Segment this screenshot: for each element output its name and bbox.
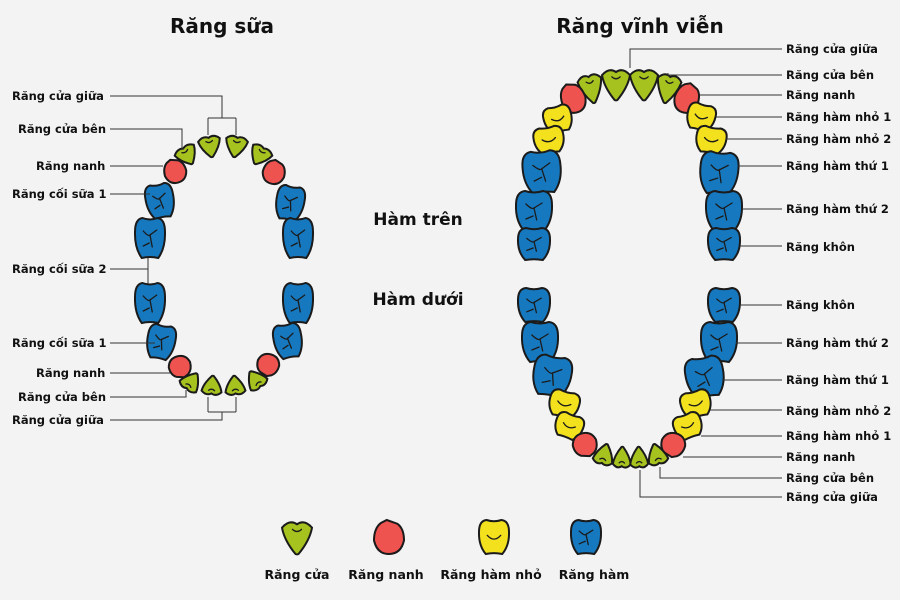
lower-jaw-label: Hàm dưới: [372, 290, 463, 310]
perm-lower-label-lateral-incisor: Răng cửa bên: [786, 471, 874, 485]
perm-upper-label-premolar-2: Răng hàm nhỏ 2: [786, 132, 891, 146]
primary-lower-central-incisor-left: [200, 374, 223, 396]
primary-lower-central-incisor-right: [224, 374, 247, 396]
primary-upper-first-molar-right: [275, 184, 307, 223]
perm-lower-wisdom-left: [516, 286, 552, 324]
primary-lower-lateral-incisor-left: [178, 372, 200, 394]
primary-upper-central-incisor-right: [225, 134, 250, 159]
perm-upper-wisdom-left: [516, 226, 552, 262]
primary-label-central-incisor-upper: Răng cửa giữa: [12, 89, 104, 103]
primary-upper-second-molar-left: [133, 216, 167, 260]
perm-lower-central-incisor-left: [611, 445, 632, 469]
legend: Răng cửa Răng nanh Răng hàm nhỏ Răng hàm: [264, 518, 630, 582]
leader-line: [639, 470, 782, 498]
leader-lines: [110, 48, 782, 498]
upper-jaw-label: Hàm trên: [373, 210, 462, 230]
perm-lower-premolar2-right: [678, 388, 712, 420]
perm-lower-central-incisor-right: [629, 445, 650, 469]
primary-label-lateral-incisor-upper: Răng cửa bên: [18, 122, 106, 136]
primary-label-second-molar: Răng cối sữa 2: [12, 262, 107, 276]
perm-lower-label-molar-2: Răng hàm thứ 2: [786, 336, 889, 350]
perm-lower-premolar1-right: [671, 410, 703, 442]
primary-upper-second-molar-right: [281, 216, 315, 260]
primary-label-first-molar-upper: Răng cối sữa 1: [12, 187, 107, 201]
primary-lower-canine-left: [167, 354, 192, 379]
primary-lower-first-molar-right: [271, 322, 303, 361]
perm-lower-label-premolar-2: Răng hàm nhỏ 2: [786, 404, 891, 418]
legend-molar-icon: [569, 518, 603, 556]
perm-upper-label-canine: Răng nanh: [786, 88, 855, 102]
perm-upper-label-molar-2: Răng hàm thứ 2: [786, 202, 889, 216]
perm-lower-molar1-right: [683, 354, 725, 400]
perm-lower-label-central-incisor: Răng cửa giữa: [786, 490, 878, 504]
perm-lower-premolar1-left: [554, 410, 586, 442]
primary-label-canine-lower: Răng nanh: [36, 366, 105, 380]
leader-line: [110, 390, 187, 398]
perm-lower-label-molar-1: Răng hàm thứ 1: [786, 373, 889, 387]
primary-lower-lateral-incisor-right: [247, 370, 269, 392]
primary-label-canine-upper: Răng nanh: [36, 159, 105, 173]
perm-upper-molar2-right: [704, 189, 744, 233]
permanent-title: Răng vĩnh viễn: [556, 14, 723, 38]
leader-line: [629, 48, 782, 68]
legend-label-premolar: Răng hàm nhỏ: [440, 567, 542, 582]
primary-lower-first-molar-left: [146, 323, 178, 362]
primary-upper-lateral-incisor-right: [251, 143, 274, 166]
primary-upper-canine-left: [163, 158, 188, 185]
perm-lower-lateral-incisor-left: [591, 443, 614, 467]
legend-icons: [280, 518, 603, 556]
primary-upper-central-incisor-left: [196, 134, 221, 159]
perm-upper-premolar1-right: [686, 101, 718, 133]
perm-upper-central-incisor-right: [628, 69, 660, 102]
perm-lower-canine-left: [571, 431, 598, 458]
perm-upper-label-lateral-incisor: Răng cửa bên: [786, 68, 874, 82]
perm-lower-label-canine: Răng nanh: [786, 450, 855, 464]
perm-lower-lateral-incisor-right: [647, 443, 670, 467]
leader-line: [110, 397, 237, 421]
leader-line: [667, 73, 782, 76]
primary-labels: Răng cửa giữa Răng cửa bên Răng nanh Răn…: [12, 89, 107, 427]
leader-line: [110, 95, 237, 135]
perm-lower-wisdom-right: [706, 286, 742, 324]
perm-upper-label-central-incisor: Răng cửa giữa: [786, 42, 878, 56]
leader-line: [659, 467, 782, 479]
perm-lower-canine-right: [660, 431, 687, 459]
primary-label-first-molar-lower: Răng cối sữa 1: [12, 336, 107, 350]
perm-upper-label-wisdom: Răng khôn: [786, 240, 855, 254]
legend-label-canine: Răng nanh: [348, 567, 423, 582]
primary-upper-canine-right: [261, 158, 286, 186]
primary-upper-first-molar-left: [143, 182, 175, 221]
leader-line: [110, 258, 149, 284]
legend-premolar-icon: [477, 518, 511, 556]
perm-upper-premolar2-left: [532, 124, 565, 156]
primary-title: Răng sữa: [170, 14, 274, 38]
perm-upper-molar1-right: [699, 150, 740, 196]
primary-lower-second-molar-left: [133, 281, 167, 325]
perm-upper-molar2-left: [514, 189, 554, 233]
permanent-lower-labels: Răng khôn Răng hàm thứ 2 Răng hàm thứ 1 …: [786, 298, 891, 504]
legend-label-incisor: Răng cửa: [264, 567, 329, 582]
primary-lower-second-molar-right: [281, 281, 315, 325]
primary-label-lateral-incisor-lower: Răng cửa bên: [18, 390, 106, 404]
primary-lower-canine-right: [256, 352, 281, 378]
perm-upper-label-molar-1: Răng hàm thứ 1: [786, 159, 889, 173]
legend-canine-icon: [372, 518, 406, 556]
perm-upper-central-incisor-left: [600, 69, 632, 102]
permanent-upper-labels: Răng cửa giữa Răng cửa bên Răng nanh Răn…: [786, 42, 891, 254]
legend-incisor-icon: [280, 521, 314, 556]
perm-upper-molar1-left: [521, 149, 562, 195]
perm-upper-wisdom-right: [706, 226, 742, 262]
primary-label-central-incisor-lower: Răng cửa giữa: [12, 413, 104, 427]
perm-lower-label-wisdom: Răng khôn: [786, 298, 855, 312]
perm-upper-lateral-incisor-left: [576, 73, 603, 105]
leader-line: [110, 128, 183, 150]
perm-lower-label-premolar-1: Răng hàm nhỏ 1: [786, 429, 891, 443]
perm-upper-label-premolar-1: Răng hàm nhỏ 1: [786, 110, 891, 124]
teeth-layer: [133, 69, 744, 469]
perm-upper-premolar1-left: [541, 103, 573, 135]
legend-label-molar: Răng hàm: [559, 567, 630, 582]
perm-lower-molar2-right: [699, 320, 739, 364]
